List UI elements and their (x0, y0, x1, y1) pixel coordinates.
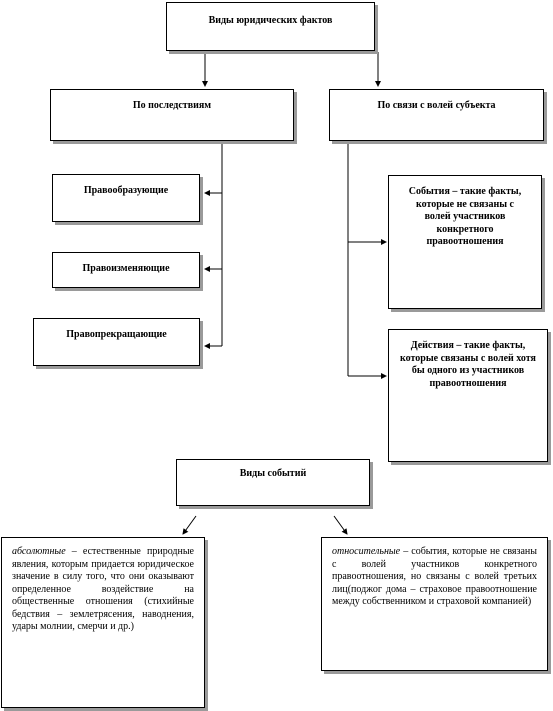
relative-term: относительные (332, 546, 401, 557)
relative-text: – события, которые не связаны с волей уч… (332, 546, 537, 607)
events-label: Виды событий (239, 468, 307, 479)
right-branch-box: По связи с волей субъекта (329, 89, 544, 141)
left-item-3-label: Правопрекращающие (66, 329, 167, 340)
left-item-1-box: Правообразующие (52, 174, 200, 222)
right-item-2-box: Действия – такие факты, которые связаны … (388, 329, 548, 462)
root-label: Виды юридических фактов (208, 15, 333, 26)
absolute-events-box: абсолютные – естественные природные явле… (1, 537, 205, 708)
events-box: Виды событий (176, 459, 370, 506)
arrow-events-abs (182, 515, 197, 535)
absolute-text: – естественные природные явления, которы… (12, 546, 194, 632)
left-item-2-box: Правоизменяющие (52, 252, 200, 288)
right-item-2-label: Действия – такие факты, которые связаны … (400, 340, 536, 389)
relative-events-box: относительные – события, которые не связ… (321, 537, 548, 671)
left-item-3-box: Правопрекращающие (33, 318, 200, 366)
right-branch-label: По связи с волей субъекта (377, 100, 496, 111)
arrow-events-rel (333, 515, 348, 535)
absolute-term: абсолютные (12, 546, 66, 557)
right-item-1-box: События – такие факты, которые не связан… (388, 175, 542, 309)
root-box: Виды юридических фактов (166, 2, 375, 51)
right-item-1-label: События – такие факты, которые не связан… (408, 186, 522, 247)
left-branch-box: По последствиям (50, 89, 294, 141)
left-item-2-label: Правоизменяющие (82, 263, 170, 274)
left-branch-label: По последствиям (132, 100, 212, 111)
left-item-1-label: Правообразующие (83, 185, 169, 196)
